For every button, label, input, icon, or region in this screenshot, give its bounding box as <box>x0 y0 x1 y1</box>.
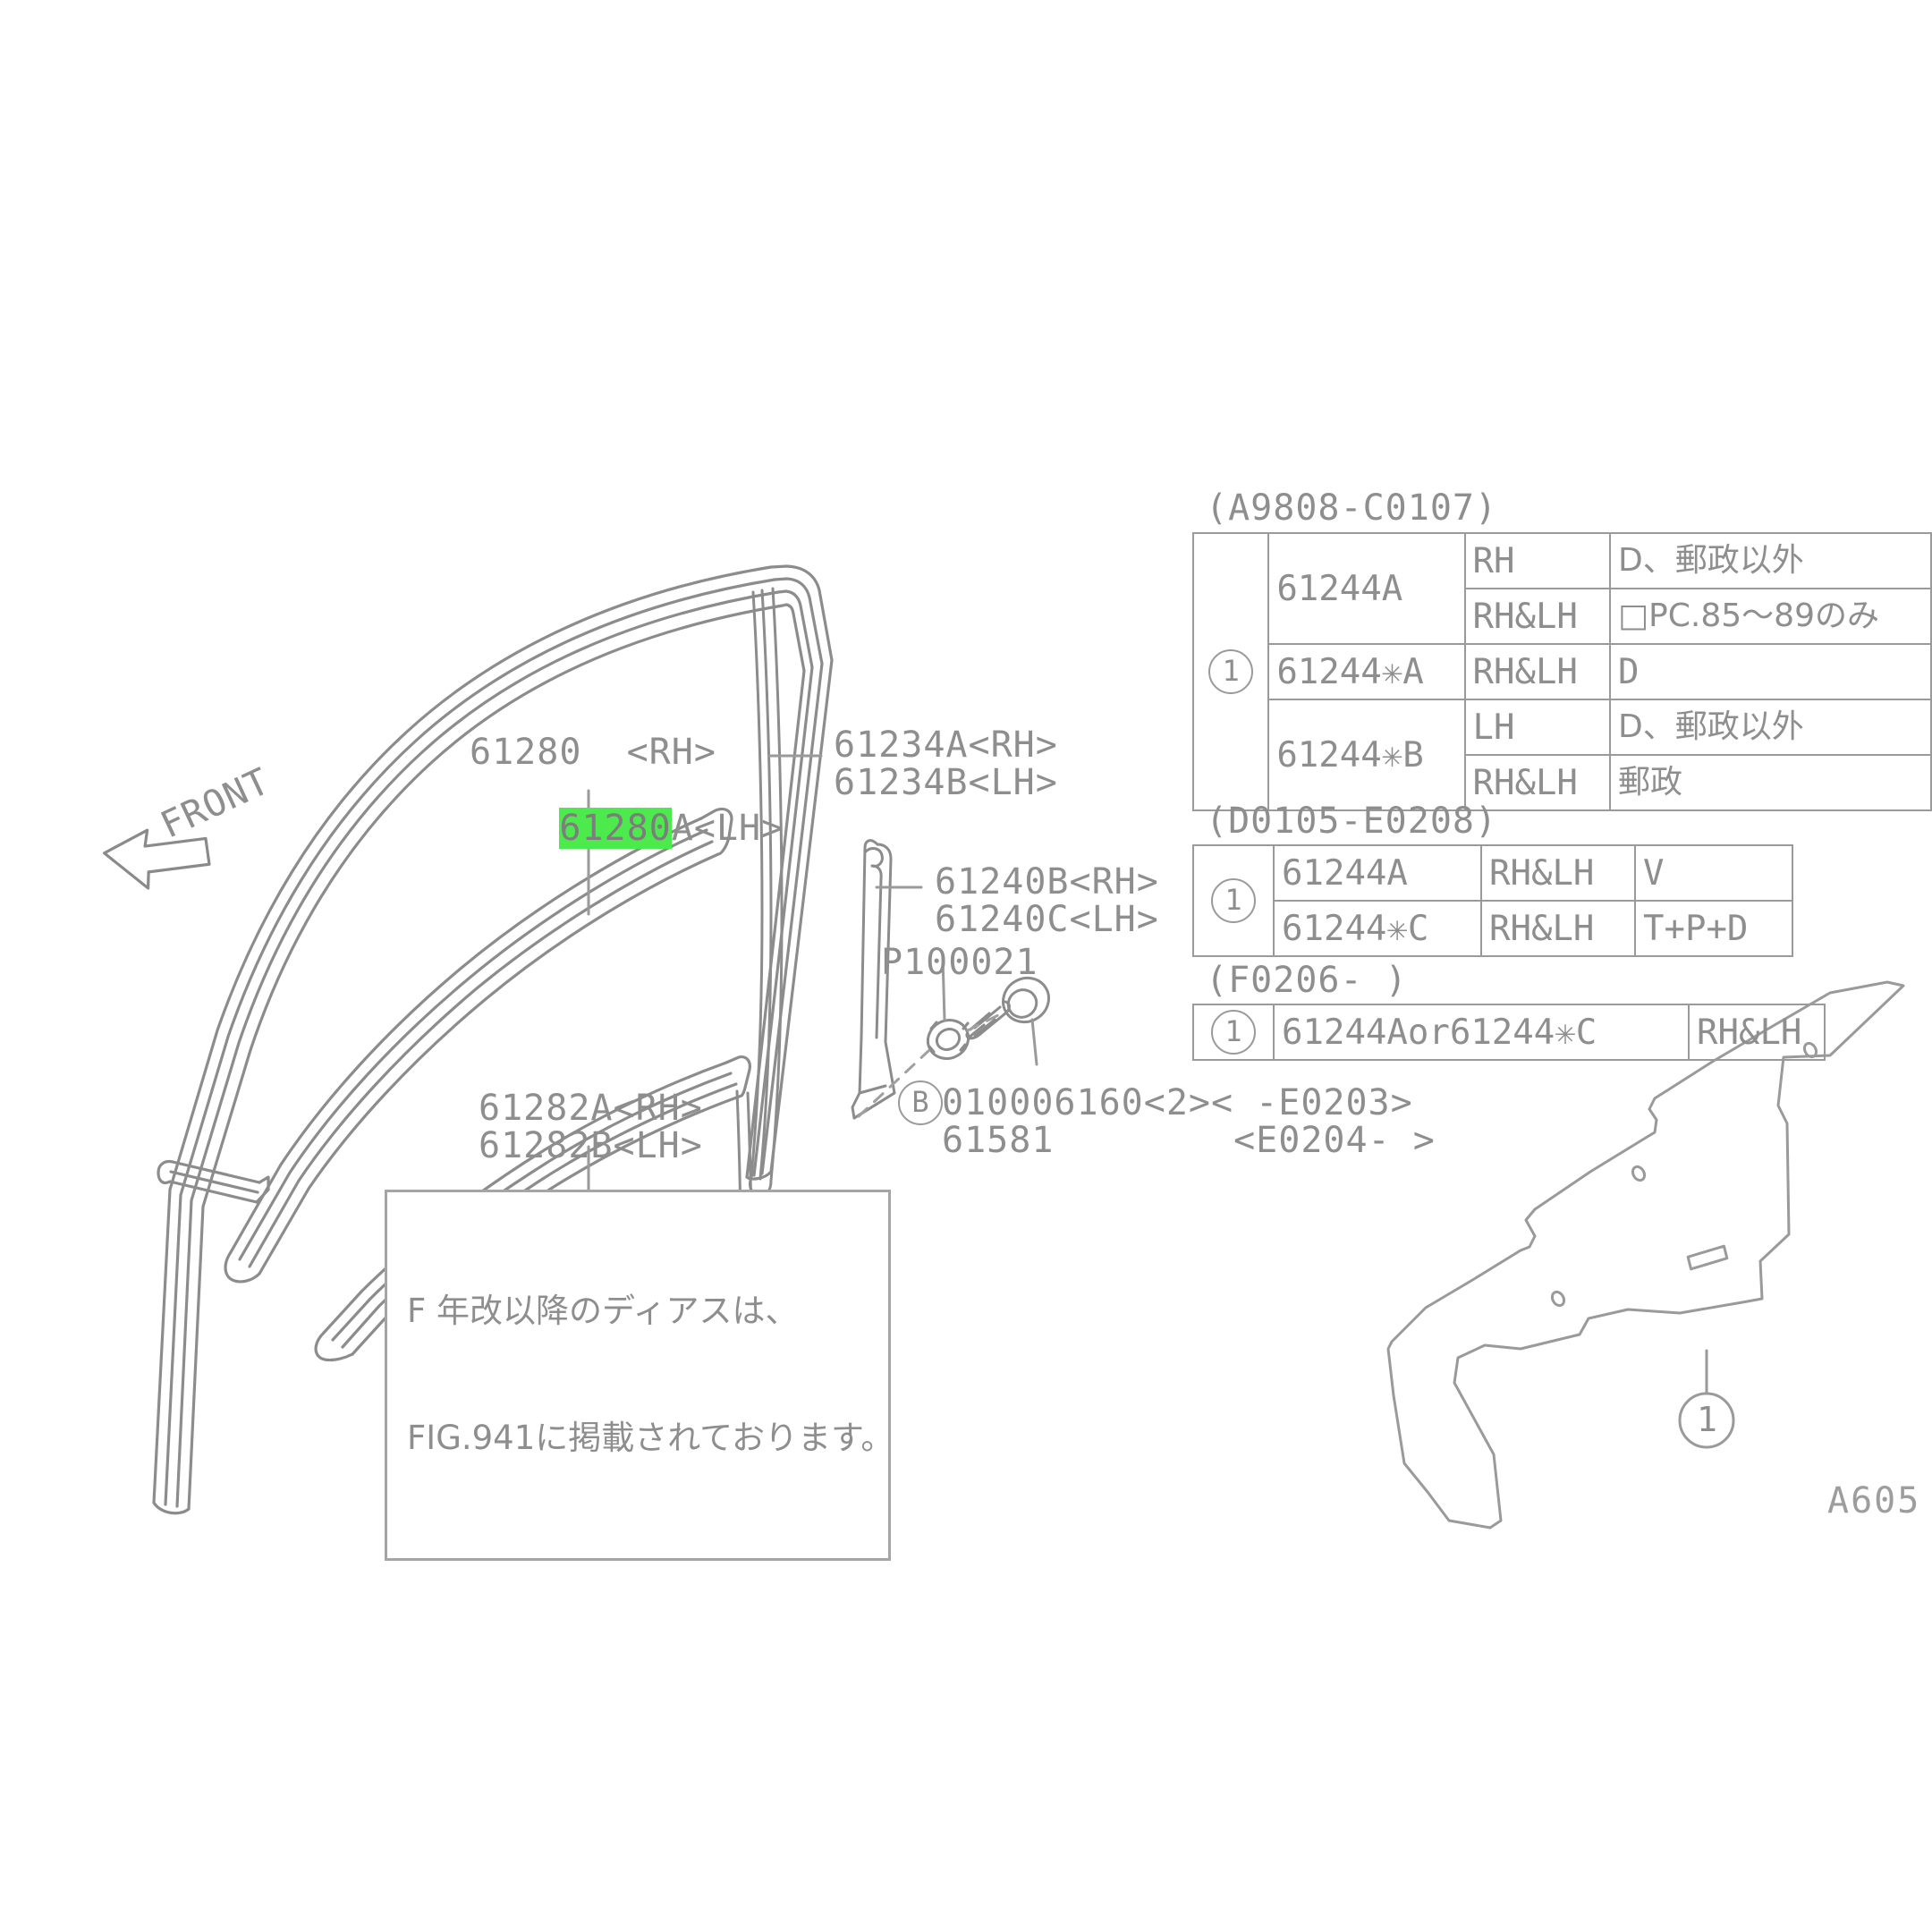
label-weatherstrip-rh: 61280 <RH> <box>470 732 716 773</box>
label-glassrun-rh: 61240B<RH> <box>935 861 1159 902</box>
table-row: 61244✳C RH&LH T+P+D <box>1193 900 1793 957</box>
table-a9808-c0107: 1 61244A RH D、郵政以外 RH&LH □PC.85～89のみ 612… <box>1191 532 1932 811</box>
table-d0105-e0208: 1 61244A RH&LH V 61244✳C RH&LH T+P+D <box>1192 844 1793 957</box>
cell-spec: □PC.85～89のみ <box>1609 588 1932 645</box>
note-line-1: F 年改以降のディアスは、 <box>407 1291 799 1330</box>
cell-side: RH&LH <box>1688 1004 1826 1061</box>
table-row: 1 61244A RH&LH V <box>1192 844 1793 957</box>
vapor-barrier-callout-circle <box>1678 1392 1735 1449</box>
cell-part-number: 61244✳B <box>1267 699 1466 811</box>
cell-part-number: 61244✳C <box>1273 900 1482 957</box>
assembly-dashed-line <box>857 1011 1005 1118</box>
label-beltmould-lh: 61282B<LH> <box>479 1125 703 1166</box>
label-sash-lh: 61234B<LH> <box>834 762 1058 803</box>
cell-side: RH <box>1463 532 1612 589</box>
table-caption-d0105-e0208: (D0105-E0208) <box>1206 801 1498 842</box>
grommet-nut <box>926 1019 970 1060</box>
table-caption-f0206: (F0206- ) <box>1206 960 1408 1001</box>
cell-part-number: 61244Aor61244✳C <box>1273 1004 1690 1061</box>
highlighted-part-number: 61280 <box>559 808 672 850</box>
label-grommet: P100021 <box>881 942 1038 983</box>
table-caption-a9808-c0107: (A9808-C0107) <box>1206 487 1498 529</box>
cell-spec: D <box>1609 643 1932 700</box>
label-bolt-line1: 010006160<2>< -E0203> <box>942 1082 1413 1123</box>
table-row: RH&LH □PC.85～89のみ <box>1193 588 1932 645</box>
cell-spec: T+P+D <box>1634 900 1793 957</box>
belt-moulding-outline <box>224 807 733 1284</box>
cell-part-number: 61244A <box>1273 844 1482 902</box>
label-bolt-line2: 61581 <E0204- > <box>942 1120 1436 1161</box>
table-row: 1 61244A RH D、郵政以外 <box>1191 532 1932 811</box>
table-row: 61244✳B LH D、郵政以外 <box>1193 699 1932 811</box>
label-beltmould-rh: 61282A<RH> <box>479 1088 703 1129</box>
callout-circle-1: 1 <box>1208 649 1254 694</box>
sheet-code: A605 <box>1827 1480 1921 1521</box>
cell-side: RH&LH <box>1463 588 1612 645</box>
table-callout-cell: 1 <box>1192 844 1275 957</box>
callout-circle-1: 1 <box>1211 878 1256 923</box>
table-row: 61244✳A RH&LH D <box>1193 643 1932 700</box>
table-row: 1 61244Aor61244✳C RH&LH <box>1192 1004 1826 1061</box>
note-line-2: FIG.941に掲載されております。 <box>407 1418 894 1457</box>
cell-side: RH&LH <box>1480 844 1636 902</box>
table-row: RH&LH 郵政 <box>1193 754 1932 811</box>
cell-side: RH&LH <box>1463 643 1612 700</box>
cell-side: LH <box>1463 699 1612 756</box>
table-callout-cell: 1 <box>1191 532 1270 811</box>
callout-circle-1: 1 <box>1211 1010 1256 1055</box>
front-arrow-icon <box>102 828 211 890</box>
bolt-badge: B <box>898 1080 943 1125</box>
table-callout-cell: 1 <box>1192 1004 1275 1061</box>
note-box: F 年改以降のディアスは、 FIG.941に掲載されております。 <box>385 1190 894 1561</box>
cell-spec: D、郵政以外 <box>1609 699 1932 756</box>
lower-front-stub <box>157 1159 270 1204</box>
label-glassrun-lh: 61240C<LH> <box>935 899 1159 940</box>
vapor-barrier-callout-number: 1 <box>1697 1400 1718 1439</box>
cell-side: RH&LH <box>1463 754 1612 811</box>
label-weatherstrip-lh: 61280A<LH> <box>470 771 784 887</box>
cell-spec: D、郵政以外 <box>1609 532 1932 589</box>
cell-part-number: 61244✳A <box>1267 643 1466 700</box>
division-bar-outline <box>851 839 896 1120</box>
label-weatherstrip-lh-rest: A<LH> <box>671 808 784 850</box>
vapor-barrier-panel <box>1386 980 1905 1530</box>
glass-run-channel <box>748 587 784 1197</box>
bolt-screw <box>965 976 1050 1040</box>
cell-spec: V <box>1634 844 1793 902</box>
cell-side: RH&LH <box>1480 900 1636 957</box>
cell-spec: 郵政 <box>1609 754 1932 811</box>
table-f0206: 1 61244Aor61244✳C RH&LH <box>1192 1004 1826 1061</box>
label-sash-rh: 61234A<RH> <box>834 724 1058 766</box>
cell-part-number: 61244A <box>1267 532 1466 645</box>
